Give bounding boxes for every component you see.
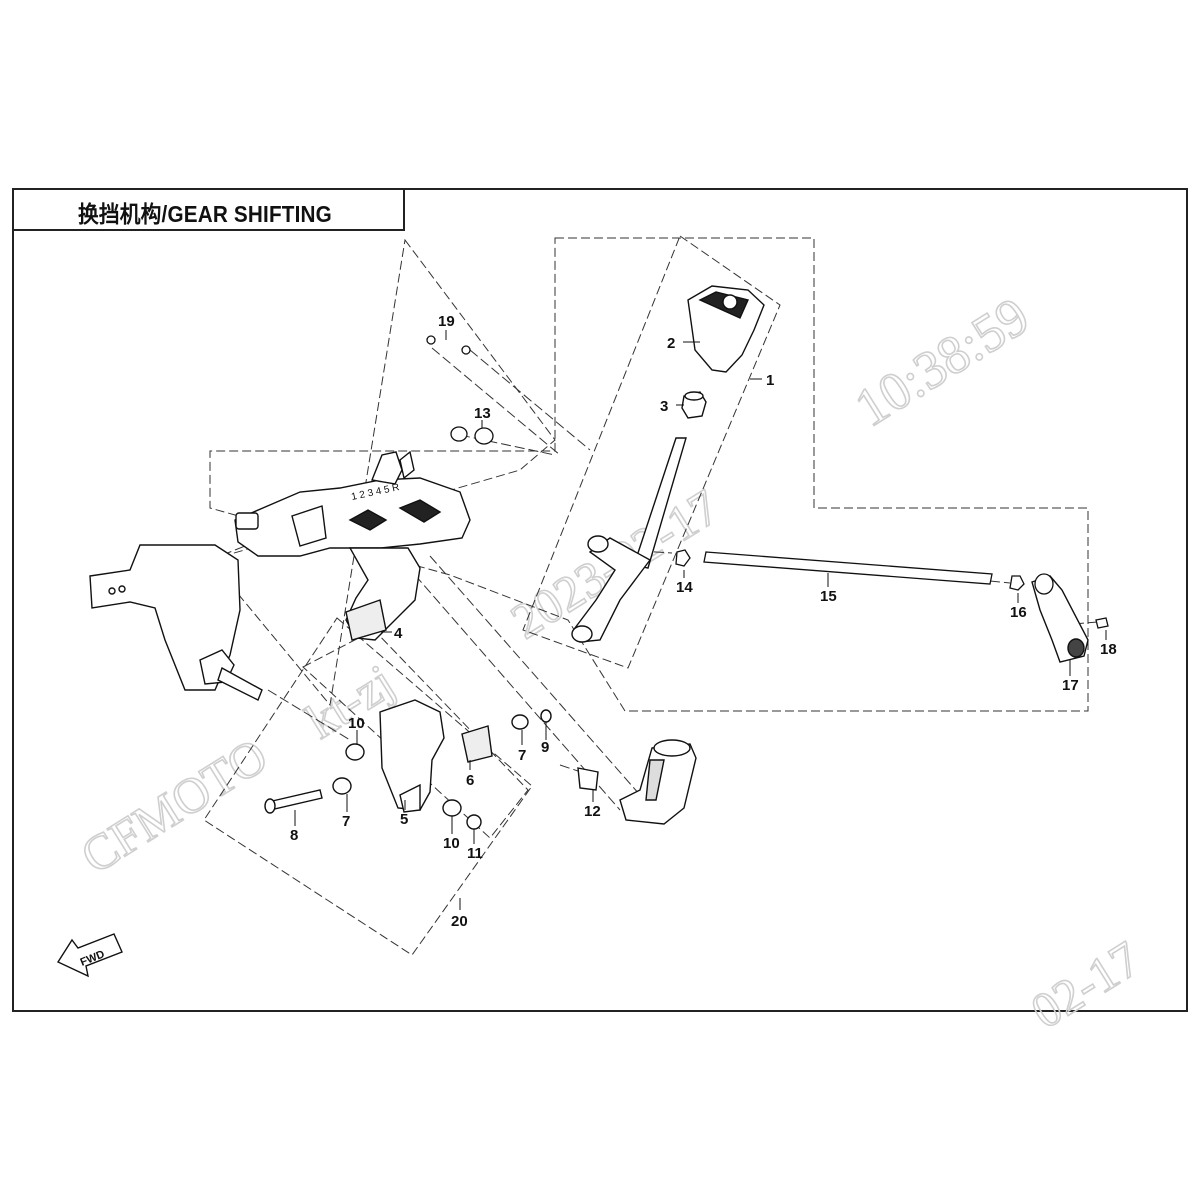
callout-20: 20: [451, 913, 468, 930]
callout-12: 12: [584, 803, 601, 820]
title-box: [12, 188, 405, 231]
watermark-date-corner: 02-17: [1021, 930, 1150, 1039]
shift-rod-part-15: [703, 551, 993, 585]
hardware: [426, 335, 1109, 629]
callout-leaders: [294, 330, 1107, 910]
callout-7b: 7: [342, 813, 350, 830]
nut-part-3: [681, 391, 707, 419]
outline-pedal-assembly-20: [203, 617, 533, 956]
callout-8: 8: [290, 827, 298, 844]
callout-14: 14: [676, 579, 693, 596]
diagram-frame: [12, 188, 1188, 1012]
callout-10b: 10: [443, 835, 460, 852]
callout-19: 19: [438, 313, 455, 330]
callout-6: 6: [466, 772, 474, 789]
callout-15: 15: [820, 588, 837, 605]
outline-lever-assembly: [522, 235, 781, 669]
page-title: 换挡机构/GEAR SHIFTING: [78, 201, 332, 227]
callout-2: 2: [667, 335, 675, 352]
callout-4: 4: [394, 625, 403, 642]
callout-1: 1: [766, 372, 774, 389]
watermarks: CFMOTO kt-zj 2023-02-17 10:38:59 02-17: [70, 285, 1150, 1040]
mounting-plate: [89, 544, 263, 701]
callout-16: 16: [1010, 604, 1027, 621]
callout-11: 11: [467, 845, 483, 862]
shift-arm-part-17: [1031, 575, 1089, 663]
shift-bracket-part-4: 1 2 3 4 5 R: [234, 450, 471, 641]
callout-17: 17: [1062, 677, 1079, 694]
callout-9: 9: [541, 739, 549, 756]
callout-3: 3: [660, 398, 668, 415]
fwd-arrow-icon: FWD: [56, 933, 123, 978]
callout-5: 5: [400, 811, 408, 828]
callout-18: 18: [1100, 641, 1117, 658]
callout-labels: 1 2 3 4 5 6 7 7 8 9 10 10 11 12 13 14 15…: [290, 313, 1117, 930]
callout-7a: 7: [518, 747, 526, 764]
watermark-brand: CFMOTO: [71, 727, 277, 884]
watermark-time: 10:38:59: [845, 286, 1040, 439]
shift-knob-part-2: [687, 285, 765, 373]
shift-lever-rod: [571, 437, 687, 643]
callout-10a: 10: [348, 715, 365, 732]
callout-13: 13: [474, 405, 491, 422]
outline-main-assembly: [209, 237, 1089, 712]
pivot-housing: [619, 739, 697, 825]
pedal-assembly: [264, 699, 599, 830]
